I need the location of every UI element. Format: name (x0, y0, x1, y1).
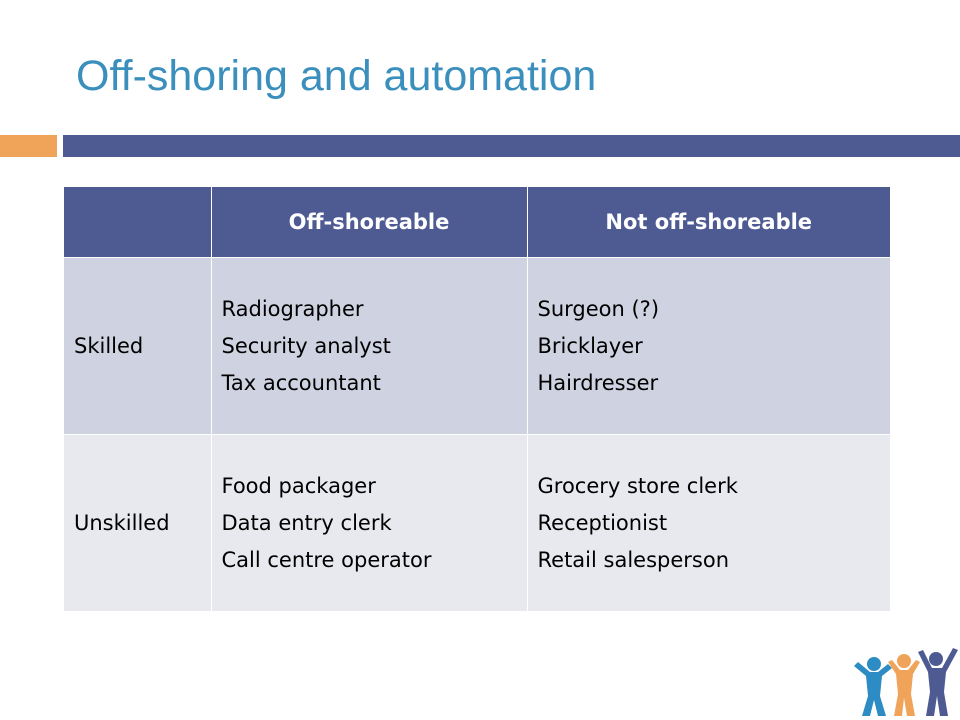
header-offshoreable: Off-shoreable (211, 187, 528, 258)
list-item: Retail salesperson (537, 547, 730, 572)
header-corner (64, 187, 212, 258)
people-group-icon (854, 648, 958, 716)
list-item: Security analyst (221, 333, 391, 358)
accent-bar-navy (63, 135, 960, 157)
list-item: Receptionist (537, 510, 668, 535)
table-header-row: Off-shoreable Not off-shoreable (64, 187, 890, 258)
header-not-offshoreable: Not off-shoreable (527, 187, 890, 258)
comparison-table: Off-shoreable Not off-shoreable Skilled … (64, 187, 890, 611)
list-item: Hairdresser (537, 370, 659, 395)
row-label-unskilled: Unskilled (64, 434, 212, 611)
list-item: Food packager (221, 473, 376, 498)
accent-bar-orange (0, 135, 57, 157)
list-item: Tax accountant (221, 370, 381, 395)
table-row-unskilled: Unskilled Food packager Data entry clerk… (64, 434, 890, 611)
cell-skilled-offshoreable: Radiographer Security analyst Tax accoun… (211, 257, 528, 435)
list-item: Data entry clerk (221, 510, 392, 535)
list-item: Radiographer (221, 296, 364, 321)
table-row-skilled: Skilled Radiographer Security analyst Ta… (64, 257, 890, 435)
person-figure-navy (918, 648, 958, 716)
row-label-skilled: Skilled (64, 257, 212, 435)
cell-skilled-not-offshoreable: Surgeon (?) Bricklayer Hairdresser (527, 257, 890, 435)
list-item: Surgeon (?) (537, 296, 660, 321)
cell-unskilled-not-offshoreable: Grocery store clerk Receptionist Retail … (527, 434, 890, 611)
slide-title: Off-shoring and automation (76, 52, 597, 100)
list-item: Call centre operator (221, 547, 432, 572)
cell-unskilled-offshoreable: Food packager Data entry clerk Call cent… (211, 434, 528, 611)
list-item: Grocery store clerk (537, 473, 738, 498)
list-item: Bricklayer (537, 333, 643, 358)
person-figure-orange (888, 654, 920, 716)
person-figure-blue (854, 657, 892, 716)
